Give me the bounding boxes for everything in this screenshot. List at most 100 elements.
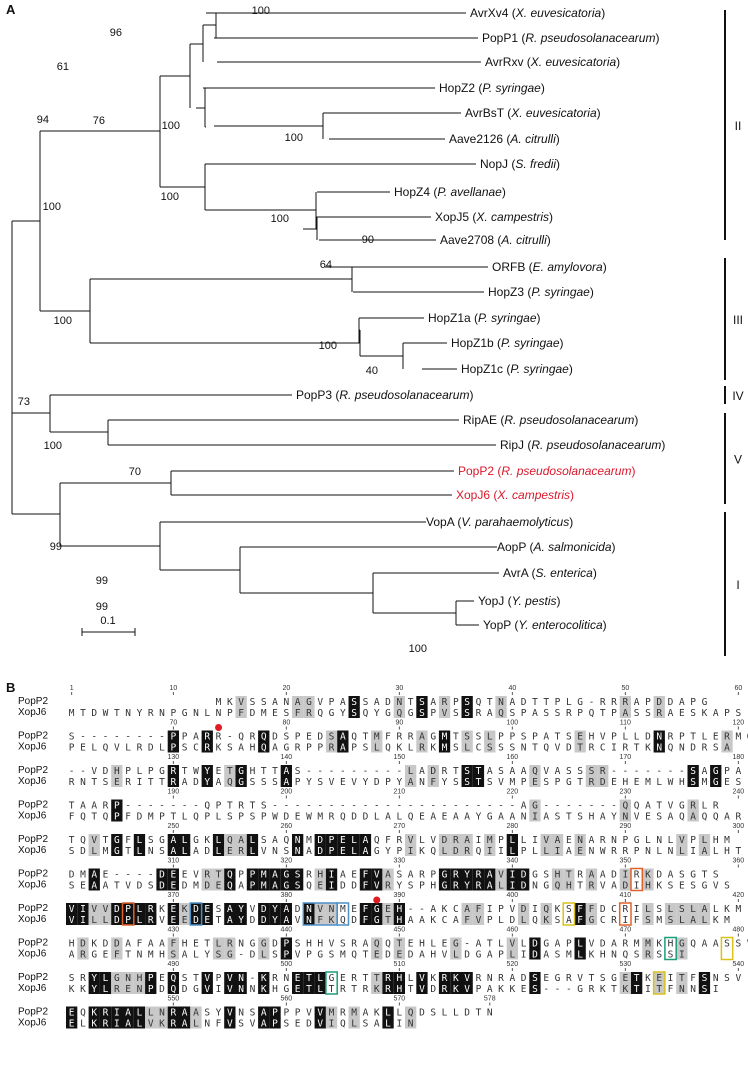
residue: R <box>702 743 708 754</box>
residue: E <box>170 915 176 926</box>
highlight-box <box>336 902 350 926</box>
residue: P <box>724 766 730 777</box>
residue: P <box>216 801 222 812</box>
residue: F <box>363 904 369 915</box>
residue: - <box>329 801 335 812</box>
residue: D <box>656 870 662 881</box>
identical-residue-bg <box>450 972 462 983</box>
residue: W <box>600 846 606 857</box>
residue: S <box>634 708 640 719</box>
identical-residue-bg <box>111 799 123 811</box>
residue: E <box>340 846 346 857</box>
residue: L <box>442 846 448 857</box>
residue: P <box>170 732 176 743</box>
residue: I <box>114 1008 120 1019</box>
residue: - <box>487 801 493 812</box>
identical-residue-bg <box>450 879 462 891</box>
residue: K <box>622 984 628 995</box>
identical-residue-bg <box>201 765 213 776</box>
taxon-paren: ) <box>655 31 659 45</box>
residue: A <box>340 697 346 708</box>
residue: L <box>103 973 109 984</box>
residue: R <box>622 697 628 708</box>
taxon-name: VopA ( <box>426 515 461 529</box>
residue: K <box>261 984 267 995</box>
sequence-name: XopJ6 <box>18 707 47 718</box>
residue: S <box>668 950 674 961</box>
taxon-species: R. pseudosolanacearum <box>525 31 655 45</box>
identical-residue-bg <box>382 1006 394 1018</box>
residue: A <box>487 708 493 719</box>
residue: D <box>80 939 86 950</box>
residue: T <box>204 939 210 950</box>
similar-residue-bg <box>495 879 507 891</box>
identical-residue-bg <box>235 903 247 914</box>
residue: - <box>137 801 143 812</box>
residue: S <box>690 766 696 777</box>
residue: V <box>227 1019 233 1030</box>
residue: R <box>611 697 617 708</box>
residue: Y <box>216 1008 222 1019</box>
residue: A <box>724 743 730 754</box>
similar-residue-bg <box>292 696 304 707</box>
taxon-species: S. fredii <box>515 157 556 171</box>
similar-residue-bg <box>382 914 394 925</box>
identical-residue-bg <box>111 834 123 845</box>
bootstrap-value: 100 <box>252 5 270 17</box>
similar-residue-bg <box>427 776 439 787</box>
residue: L <box>509 846 515 857</box>
residue: G <box>566 777 572 788</box>
taxon-name: ORFB ( <box>492 260 533 274</box>
taxon-name: HopZ3 ( <box>488 285 531 299</box>
sequence-name: PopP2 <box>18 972 48 983</box>
residue: S <box>555 950 561 961</box>
residue: Q <box>622 950 628 961</box>
identical-residue-bg <box>325 868 338 880</box>
residue: H <box>668 939 674 950</box>
residue: S <box>453 743 459 754</box>
identical-residue-bg <box>212 834 225 845</box>
residue: S <box>543 777 549 788</box>
similar-residue-bg <box>676 834 688 845</box>
similar-residue-bg <box>642 903 654 914</box>
residue: R <box>204 870 210 881</box>
identical-residue-bg <box>88 983 100 994</box>
identical-residue-bg <box>687 776 699 787</box>
taxon-label: HopZ4 (P. avellanae) <box>394 185 506 199</box>
residue: G <box>487 812 493 823</box>
sequence-name: PopP2 <box>18 731 48 742</box>
residue: Q <box>103 743 109 754</box>
residue: T <box>702 870 708 881</box>
residue: I <box>487 846 493 857</box>
identical-residue-bg <box>122 914 134 925</box>
residue: F <box>317 915 323 926</box>
residue: Y <box>272 904 278 915</box>
residue: P <box>690 697 696 708</box>
residue: V <box>227 973 233 984</box>
residue: T <box>611 984 617 995</box>
residue: D <box>532 950 538 961</box>
residue: S <box>430 1008 436 1019</box>
residue: R <box>204 732 210 743</box>
taxon-name: NopJ ( <box>480 157 515 171</box>
ruler-number: 440 <box>281 927 293 934</box>
residue: A <box>453 915 459 926</box>
residue: A <box>182 777 188 788</box>
residue: - <box>396 801 402 812</box>
residue: A <box>430 812 436 823</box>
residue: L <box>702 732 708 743</box>
residue: T <box>306 984 312 995</box>
residue: A <box>464 904 470 915</box>
residue: T <box>351 984 357 995</box>
similar-residue-bg <box>224 834 236 845</box>
identical-residue-bg <box>201 776 213 787</box>
residue: S <box>702 984 708 995</box>
residue: G <box>374 915 380 926</box>
residue: - <box>464 801 470 812</box>
residue: L <box>577 950 583 961</box>
residue: N <box>589 846 595 857</box>
residue: R <box>622 939 628 950</box>
identical-residue-bg <box>269 879 281 891</box>
residue: A <box>498 812 504 823</box>
residue: H <box>250 743 256 754</box>
